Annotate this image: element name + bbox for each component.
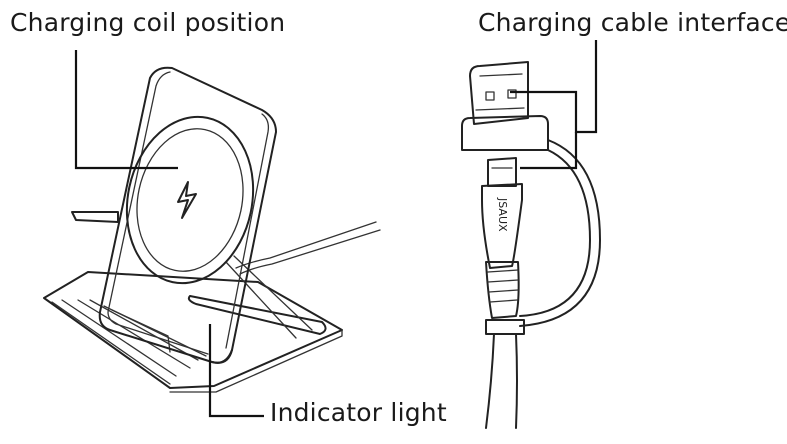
- wireless-charger-stand: [43, 66, 381, 393]
- charging-pad: [98, 66, 277, 364]
- stand-cable: [235, 221, 377, 269]
- cable-leader-line-2: [520, 132, 578, 170]
- stand-cable-edge: [239, 229, 381, 275]
- charging-coil: [125, 115, 255, 285]
- lightning-bolt-icon: [177, 181, 197, 219]
- cable-cord-left: [485, 333, 495, 429]
- indicator-light-label: Indicator light: [270, 398, 447, 427]
- charging-cable: JSAUX: [461, 61, 601, 429]
- kickstand: [71, 211, 327, 339]
- usb-a-connector: [461, 61, 549, 151]
- light-leader-line: [208, 324, 264, 418]
- adapter-loop-inner: [519, 149, 591, 317]
- brand-mark: JSAUX: [496, 197, 509, 232]
- strain-relief: [485, 261, 525, 335]
- usb-c-connector: JSAUX: [481, 157, 523, 269]
- base-plate: [43, 271, 343, 393]
- coil-leader-line: [74, 50, 178, 170]
- cable-cord-right: [515, 333, 518, 429]
- charging-cable-interface-label: Charging cable interface: [478, 8, 787, 37]
- charging-coil-position-label: Charging coil position: [10, 8, 286, 37]
